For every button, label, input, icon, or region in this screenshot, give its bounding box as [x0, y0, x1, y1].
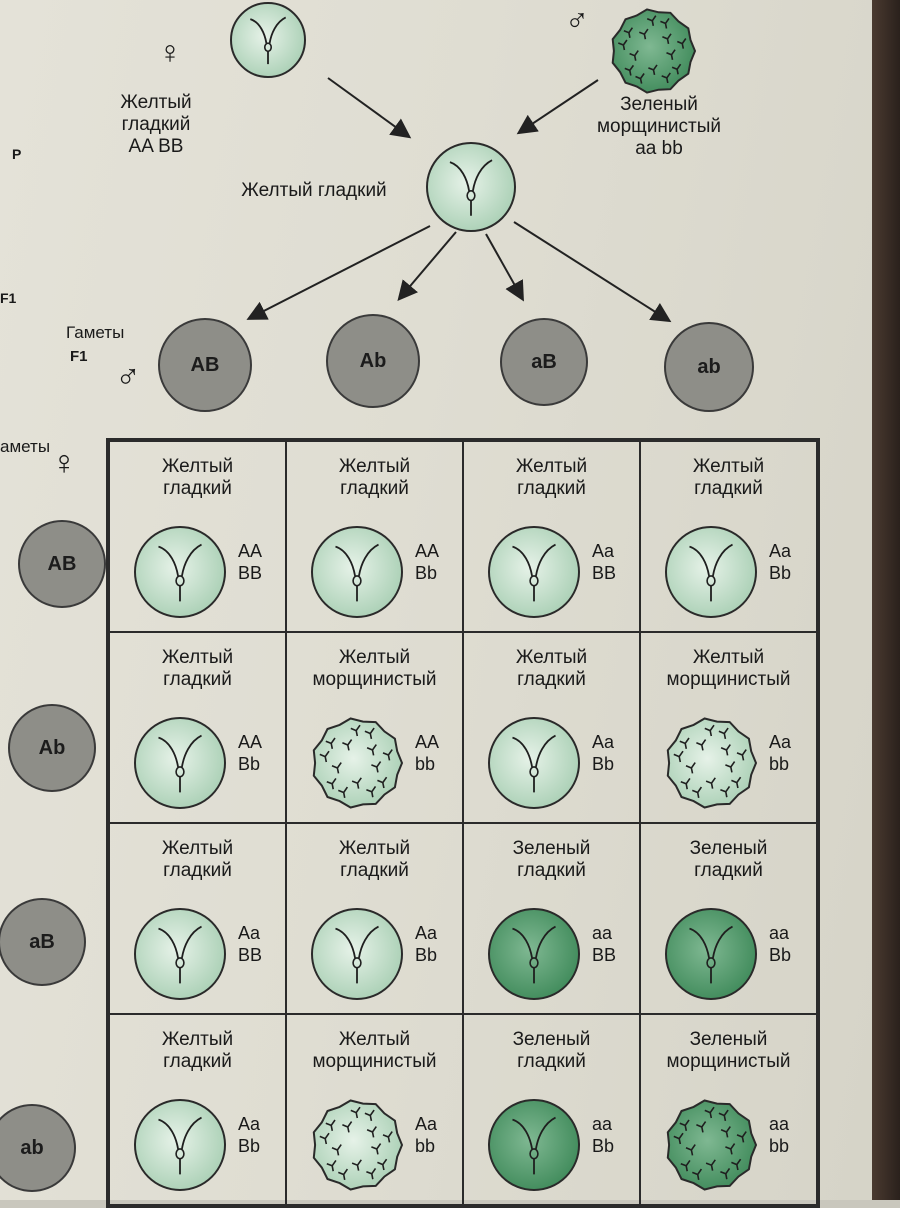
punnett-cell: Зеленый гладкий aa BB [463, 823, 640, 1014]
cell-phenotype: Желтый гладкий [338, 456, 411, 499]
punnett-cell: Желтый гладкий Aa Bb [286, 823, 463, 1014]
cell-phenotype: Желтый гладкий [161, 1029, 234, 1072]
pea-icon [488, 908, 580, 1000]
cell-genotype: AA BB [238, 541, 263, 583]
pea-icon [134, 1099, 226, 1191]
cell-phenotype: Желтый гладкий [338, 838, 411, 881]
cell-genotype: aa bb [769, 1114, 790, 1156]
female-gamete-2: Ab [8, 704, 96, 792]
pea-icon [312, 1099, 404, 1191]
cell-phenotype: Желтый морщинистый [666, 647, 791, 690]
punnett-cell: Желтый гладкий Aa Bb [109, 1014, 286, 1205]
pea-icon [665, 526, 757, 618]
gametes-sub-label: F1 [70, 348, 88, 365]
pea-icon [312, 717, 404, 809]
cell-genotype: Aa Bb [238, 1114, 261, 1156]
cell-phenotype: Желтый морщинистый [312, 1029, 437, 1072]
cell-phenotype: Желтый гладкий [515, 456, 588, 499]
female-gametes-label: аметы [0, 437, 51, 456]
punnett-cell: Желтый гладкий Aa Bb [463, 632, 640, 823]
cell-phenotype: Зеленый гладкий [689, 838, 768, 881]
pea-icon [666, 1099, 758, 1191]
parent-female-pea [230, 2, 306, 78]
pea-icon [311, 526, 403, 618]
cell-genotype: Aa bb [769, 732, 792, 774]
cell-genotype: Aa bb [415, 1114, 438, 1156]
f1-phenotype: Желтый гладкий [241, 180, 387, 201]
parent-male-pea [611, 8, 697, 94]
cell-phenotype: Желтый гладкий [161, 456, 234, 499]
cell-genotype: Aa Bb [415, 923, 438, 965]
pea-icon [666, 717, 758, 809]
cell-genotype: Aa BB [592, 541, 617, 583]
f1-pea [426, 142, 516, 232]
punnett-cell: Зеленый морщинистый aa bb [640, 1014, 817, 1205]
pea-icon [134, 908, 226, 1000]
punnett-cell: Зеленый гладкий aa Bb [463, 1014, 640, 1205]
cell-genotype: aa Bb [592, 1114, 615, 1156]
cell-phenotype: Желтый гладкий [161, 647, 234, 690]
female-gamete-1: AB [18, 520, 106, 608]
cross-arrows [246, 77, 672, 323]
cell-phenotype: Зеленый гладкий [512, 838, 591, 881]
cell-phenotype: Желтый гладкий [515, 647, 588, 690]
pea-icon [311, 908, 403, 1000]
row-label-p: P [12, 146, 22, 162]
female-gamete-3: aB [0, 898, 86, 986]
punnett-cell: Желтый гладкий AA BB [109, 441, 286, 632]
gamete-ab-4: ab [664, 322, 754, 412]
gamete-ab-2: Ab [326, 314, 420, 408]
cell-genotype: AA bb [415, 732, 440, 774]
cell-phenotype: Желтый гладкий [161, 838, 234, 881]
arrow-f1-to-ab-small [397, 231, 457, 302]
punnett-cell: Желтый морщинистый Aa bb [286, 1014, 463, 1205]
female-gametes-sign: ♀ [51, 444, 77, 482]
cell-genotype: Aa Bb [592, 732, 615, 774]
punnett-cell: Желтый морщинистый Aa bb [640, 632, 817, 823]
punnett-cell: Зеленый гладкий aa Bb [640, 823, 817, 1014]
cell-phenotype: Зеленый гладкий [512, 1029, 591, 1072]
cell-phenotype: Зеленый морщинистый [666, 1029, 791, 1072]
arrow-f1-to-ab-lower [513, 221, 672, 323]
punnett-cell: Желтый гладкий Aa BB [109, 823, 286, 1014]
punnett-cell: Желтый гладкий Aa Bb [640, 441, 817, 632]
pea-icon [134, 526, 226, 618]
row-label-f1: F1 [0, 290, 17, 306]
punnett-cell: Желтый морщинистый AA bb [286, 632, 463, 823]
punnett-cell: Желтый гладкий AA Bb [109, 632, 286, 823]
cell-genotype: Aa Bb [769, 541, 792, 583]
pea-icon [488, 717, 580, 809]
male-sign: ♂ [565, 2, 589, 38]
cell-genotype: AA Bb [415, 541, 440, 583]
cell-phenotype: Желтый морщинистый [312, 647, 437, 690]
pea-icon [665, 908, 757, 1000]
arrow-f1-to-ab [246, 225, 431, 320]
parent-female-genotype: AA BB [128, 136, 184, 157]
cell-genotype: AA Bb [238, 732, 263, 774]
pea-icon [488, 526, 580, 618]
cell-genotype: aa BB [592, 923, 617, 965]
female-gamete-4: ab [0, 1104, 76, 1192]
gamete-ab-3: aB [500, 318, 588, 406]
pea-icon [134, 717, 226, 809]
cell-genotype: aa Bb [769, 923, 792, 965]
gametes-male-sign: ♂ [115, 358, 141, 396]
parent-female-phenotype: Желтый гладкий [120, 92, 192, 135]
arrow-f1-to-ab-cap [485, 233, 524, 302]
book-spine [872, 0, 900, 1200]
gamete-ab-1: AB [158, 318, 252, 412]
pea-icon [488, 1099, 580, 1191]
cell-phenotype: Желтый гладкий [692, 456, 765, 499]
punnett-cell: Желтый гладкий Aa BB [463, 441, 640, 632]
parent-male-genotype: aa bb [635, 138, 683, 159]
parent-male-phenotype: Зеленый морщинистый [596, 94, 722, 137]
arrow-female-to-f1 [327, 77, 412, 139]
arrow-male-to-f1 [516, 79, 599, 135]
punnett-cell: Желтый гладкий AA Bb [286, 441, 463, 632]
female-sign: ♀ [158, 34, 182, 70]
gametes-label: Гаметы [66, 323, 125, 342]
cell-genotype: Aa BB [238, 923, 263, 965]
